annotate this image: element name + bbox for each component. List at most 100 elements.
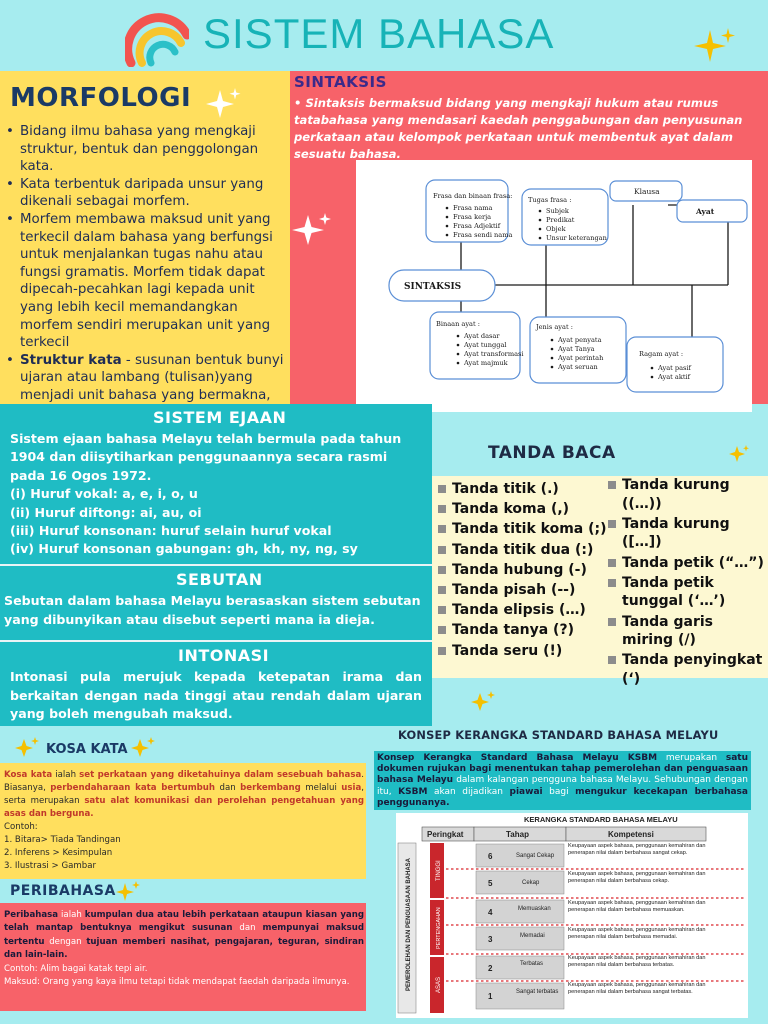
highlight: usia xyxy=(341,783,362,793)
text: bagi xyxy=(542,786,576,797)
sintaksis-definition: • Sintaksis bermaksud bidang yang mengka… xyxy=(294,96,743,161)
list-item: Tanda titik koma (;) xyxy=(438,520,608,539)
row-number: 5 xyxy=(488,879,493,888)
frasa-item: Frasa Adjektif xyxy=(453,222,501,230)
highlight: set perkataan yang diketahuinya dalam se… xyxy=(79,770,362,780)
sintaksis-diagram: Frasa dan binaan frasa: Frasa nama Frasa… xyxy=(356,160,752,412)
row-label: Memadai xyxy=(520,933,545,939)
frasa-item: Frasa nama xyxy=(453,204,492,212)
row-competency: Keupayaan aspek bahasa, penggunaan kemah… xyxy=(568,982,706,995)
frasa-title: Frasa dan binaan frasa: xyxy=(433,192,512,200)
sparkle-icon xyxy=(14,736,40,764)
table-header: Tahap xyxy=(506,830,529,839)
ejaan-intro: Sistem ejaan bahasa Melayu telah bermula… xyxy=(10,431,402,483)
row-label: Terbatas xyxy=(520,961,543,967)
list-item: Tanda koma (,) xyxy=(438,500,608,519)
ksbm-title: KONSEP KERANGKA STANDARD BAHASA MELAYU xyxy=(398,728,719,742)
ejaan-line: (iii) Huruf konsonan: huruf selain huruf… xyxy=(10,523,332,539)
ejaan-line: (iv) Huruf konsonan gabungan: gh, kh, ny… xyxy=(10,541,358,557)
ragam-item: Ayat aktif xyxy=(657,373,691,381)
row-label: Cekap xyxy=(522,880,540,886)
highlight: mengukur kecekapan berbahasa penggunanya… xyxy=(377,786,748,808)
highlight: piawai xyxy=(509,786,543,797)
kosa-kata-body: Kosa kata ialah set perkataan yang diket… xyxy=(4,769,364,873)
tugas-item: Predikat xyxy=(546,216,575,224)
list-item: Tanda garis miring (/) xyxy=(608,613,768,650)
level-label: TINGGI xyxy=(436,860,442,881)
jenis-item: Ayat penyata xyxy=(557,336,602,344)
highlight: berkembang xyxy=(240,783,301,793)
page-title: SISTEM BAHASA xyxy=(203,10,555,57)
text: dalam kalangan pengguna bahasa Melayu. S… xyxy=(377,775,748,797)
highlight: KSBM xyxy=(398,786,428,797)
kosa-kata-definition: Kosa kata ialah set perkataan yang diket… xyxy=(4,769,364,821)
binaan-item: Ayat majmuk xyxy=(463,359,509,367)
row-competency: Keupayaan aspek bahasa, penggunaan kemah… xyxy=(568,871,706,884)
list-item: Tanda titik dua (:) xyxy=(438,541,608,560)
text: , serta merupakan xyxy=(4,783,364,806)
sparkle-icon xyxy=(470,690,496,718)
text: ialah xyxy=(52,770,80,780)
row-label: Sangat terbatas xyxy=(516,989,558,995)
tanda-baca-title: TANDA BACA xyxy=(488,443,616,463)
contoh-label: Contoh: xyxy=(4,822,38,832)
text: merupakan xyxy=(657,753,726,763)
intonasi-panel: INTONASI Intonasi pula merujuk kepada ke… xyxy=(0,640,432,726)
text: melalui xyxy=(300,783,342,793)
table-title: KERANGKA STANDARD BAHASA MELAYU xyxy=(524,815,678,824)
level-label: ASAS xyxy=(436,977,442,993)
sistem-ejaan-body: Sistem ejaan bahasa Melayu telah bermula… xyxy=(10,430,426,559)
list-item: Kata terbentuk daripada unsur yang diken… xyxy=(6,176,290,211)
row-label: Memuaskan xyxy=(518,906,551,912)
binaan-title: Binaan ayat : xyxy=(436,320,480,328)
ksbm-panel: Konsep Kerangka Standard Bahasa Melayu K… xyxy=(374,751,751,810)
ksbm-body: Konsep Kerangka Standard Bahasa Melayu K… xyxy=(377,753,748,809)
term: Kosa kata xyxy=(4,770,53,780)
morfologi-list: Bidang ilmu bahasa yang mengkaji struktu… xyxy=(6,123,290,422)
sparkle-icon xyxy=(206,87,242,125)
sistem-ejaan-title: SISTEM EJAAN xyxy=(153,408,287,427)
list-item: Tanda tanya (?) xyxy=(438,621,608,640)
intonasi-body: Intonasi pula merujuk kepada ketepatan i… xyxy=(10,669,422,722)
row-number: 1 xyxy=(488,992,493,1001)
table-header: Kompetensi xyxy=(608,830,654,839)
list-item: Tanda hubung (-) xyxy=(438,561,608,580)
ragam-title: Ragam ayat : xyxy=(639,350,683,358)
tugas-title: Tugas frasa : xyxy=(528,196,571,204)
sintaksis-title: SINTAKSIS xyxy=(294,73,387,91)
row-number: 2 xyxy=(488,964,493,973)
ejaan-line: (i) Huruf vokal: a, e, i, o, u xyxy=(10,486,198,502)
list-item: Bidang ilmu bahasa yang mengkaji struktu… xyxy=(6,123,290,176)
ragam-item: Ayat pasif xyxy=(657,364,692,372)
frasa-item: Frasa sendi nama xyxy=(453,231,512,239)
tanda-baca-panel: Tanda titik (.) Tanda koma (,) Tanda tit… xyxy=(432,476,768,687)
text: . Biasanya, xyxy=(4,770,364,793)
klausa-label: Klausa xyxy=(634,187,660,196)
sparkle-icon xyxy=(116,880,140,908)
sebutan-panel: SEBUTAN Sebutan dalam bahasa Melayu bera… xyxy=(0,564,432,640)
tugas-item: Unsur keterangan xyxy=(546,234,608,242)
row-competency: Keupayaan aspek bahasa, penggunaan kemah… xyxy=(568,843,706,856)
peribahasa-panel: Peribahasa ialah kumpulan dua atau lebih… xyxy=(0,903,366,1011)
row-competency: Keupayaan aspek bahasa, penggunaan kemah… xyxy=(568,900,706,913)
list-item: Tanda seru (!) xyxy=(438,642,608,661)
kosa-kata-title: KOSA KATA xyxy=(46,742,128,757)
frasa-item: Frasa kerja xyxy=(453,213,491,221)
tanda-baca-list-left: Tanda titik (.) Tanda koma (,) Tanda tit… xyxy=(438,480,608,662)
morfologi-panel: MORFOLOGI Bidang ilmu bahasa yang mengka… xyxy=(0,71,290,421)
list-item: Tanda petik (“…”) xyxy=(608,554,768,573)
sparkle-icon xyxy=(130,736,156,764)
example-item: 2. Inferens > Kesimpulan xyxy=(4,848,113,858)
sparkle-icon xyxy=(292,211,332,253)
binaan-item: Ayat transformasi xyxy=(463,350,524,358)
highlight: tujuan memberi nasihat, pengajaran, tegu… xyxy=(4,936,365,961)
list-item: Tanda kurung ((…)) xyxy=(608,476,768,513)
highlight: mempunyai maksud tertentu xyxy=(4,923,364,947)
row-competency: Keupayaan aspek bahasa, penggunaan kemah… xyxy=(568,927,706,940)
kosa-kata-panel: Kosa kata ialah set perkataan yang diket… xyxy=(0,763,366,879)
peribahasa-definition: Peribahasa ialah kumpulan dua atau lebih… xyxy=(4,909,364,963)
sintaksis-center-label: SINTAKSIS xyxy=(404,282,461,292)
term: Peribahasa xyxy=(4,910,59,920)
sebutan-body: Sebutan dalam bahasa Melayu berasaskan s… xyxy=(4,593,421,627)
text: dan xyxy=(232,923,263,934)
